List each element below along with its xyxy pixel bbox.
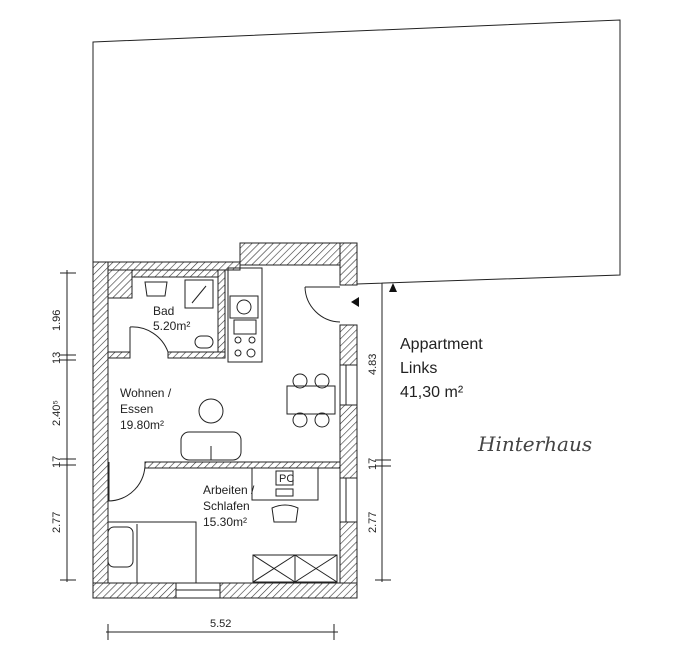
- bedroom-walls: PC: [107, 461, 341, 584]
- entrance-door: [304, 286, 359, 323]
- entrance-arrow-icon: [351, 297, 359, 307]
- room-area-bad: 5.20m²: [153, 319, 190, 333]
- apartment-area: 41,30 m²: [400, 384, 464, 401]
- kitchen: [227, 267, 263, 363]
- dim-left-1: 1.96: [51, 310, 63, 331]
- apartment-subtitle: Links: [400, 360, 437, 377]
- dim-left-3: 2.40⁵: [51, 400, 63, 426]
- bathroom-walls: [107, 269, 226, 359]
- room-name-wohnen: Wohnen /: [120, 386, 172, 400]
- dining-table: [286, 373, 336, 428]
- pc-label: PC: [279, 473, 294, 485]
- dim-right-1: 4.83: [367, 354, 379, 375]
- room-name-bad: Bad: [153, 304, 174, 318]
- arrow-up-icon: [389, 283, 397, 292]
- dim-left-5: 2.77: [51, 512, 63, 533]
- dim-right-3: 2.77: [367, 512, 379, 533]
- living-furniture: [180, 398, 242, 461]
- dim-right-2: 17: [367, 458, 379, 470]
- room-name-essen: Essen: [120, 402, 153, 416]
- right-dimension-line: [375, 283, 397, 582]
- building-note: Hinterhaus: [477, 432, 592, 456]
- dim-left-4: 17: [51, 456, 63, 468]
- dim-bottom: 5.52: [210, 618, 231, 630]
- dim-left-2: 13: [51, 352, 63, 364]
- room-name-arbeiten: Arbeiten /: [203, 483, 255, 497]
- room-area-wohnen: 19.80m²: [120, 418, 164, 432]
- apartment-title: Appartment: [400, 336, 483, 353]
- room-name-schlafen: Schlafen: [203, 499, 250, 513]
- room-area-schlafen: 15.30m²: [203, 515, 247, 529]
- windows: [175, 364, 358, 599]
- left-dimension-line: [60, 270, 76, 582]
- pc-box: [275, 470, 294, 486]
- bottom-dimension-line: [106, 624, 338, 640]
